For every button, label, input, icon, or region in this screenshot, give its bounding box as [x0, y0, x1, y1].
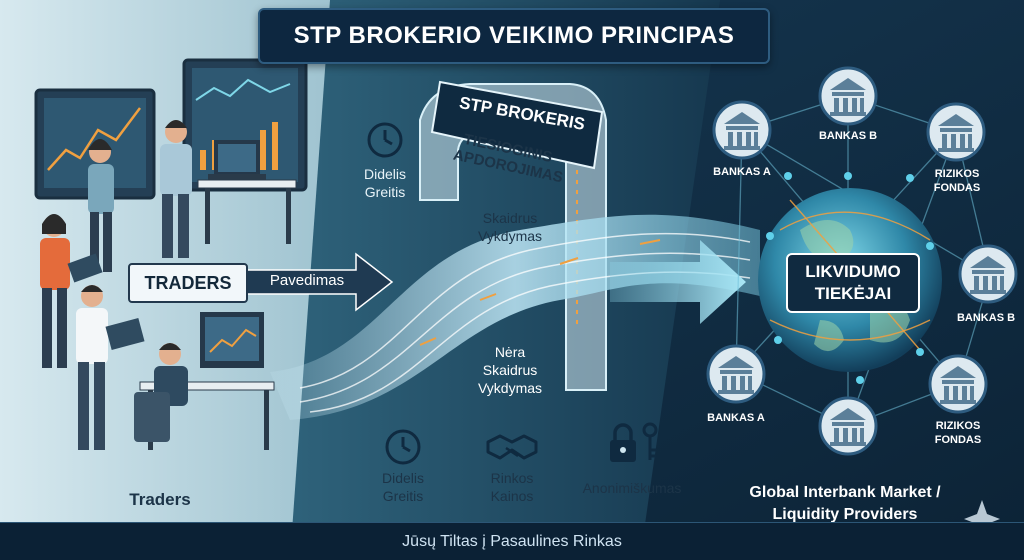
- not-transparent-label-3: Vykdymas: [477, 380, 543, 396]
- page-title-bar: STP BROKERIO VEIKIMO PRINCIPAS: [258, 8, 770, 64]
- clock-icon: [385, 429, 421, 465]
- node-label-rizikos-top-2: FONDAS: [933, 182, 981, 194]
- transfer-label: Pavedimas: [269, 272, 345, 289]
- speed-label-top-2: Greitis: [364, 184, 406, 200]
- handshake-icon: [486, 434, 538, 460]
- node-label-bankas-a-bottom: BANKAS A: [707, 412, 765, 424]
- node-label-bankas-a-top: BANKAS A: [713, 166, 771, 178]
- node-label-rizikos-top-1: RIZIKOS: [934, 168, 980, 180]
- transparent-label-2: Vykdymas: [477, 228, 543, 244]
- page-title: STP BROKERIO VEIKIMO PRINCIPAS: [293, 22, 735, 49]
- traders-caption: Traders: [129, 490, 191, 509]
- lock-key-icon: [610, 422, 658, 462]
- clock-icon: [367, 122, 403, 158]
- liquidity-providers-box: LIKVIDUMO TIEKĖJAI: [786, 253, 920, 313]
- network-caption-line2: Liquidity Providers: [772, 506, 918, 523]
- node-label-bankas-b-right: BANKAS B: [956, 312, 1016, 324]
- not-transparent-label-2: Skaidrus: [482, 362, 538, 378]
- node-label-rizikos-bottom-1: RIZIKOS: [935, 420, 981, 432]
- feature-prices-line1: Rinkos: [490, 470, 534, 486]
- footer-bar: Jūsų Tiltas į Pasaulines Rinkas: [0, 522, 1024, 560]
- transfer-arrow: [245, 252, 394, 312]
- liquidity-line1: LIKVIDUMO: [805, 262, 901, 281]
- liquidity-arrow: [610, 240, 746, 324]
- feature-speed-line1: Didelis: [381, 470, 424, 486]
- feature-anonymity: Anonimiškumas: [582, 480, 682, 496]
- sparkle-icon: [964, 500, 1000, 538]
- traders-people: [40, 120, 297, 450]
- traders-box: TRADERS: [128, 263, 248, 303]
- feature-speed-line2: Greitis: [382, 488, 424, 504]
- node-label-bankas-b-top: BANKAS B: [818, 130, 878, 142]
- feature-prices-line2: Kainos: [490, 488, 534, 504]
- not-transparent-label-1: Nėra: [494, 344, 526, 360]
- bank-node-icons: [706, 66, 1018, 456]
- liquidity-line2: TIEKĖJAI: [814, 284, 892, 303]
- transparent-label-1: Skaidrus: [482, 210, 538, 226]
- node-label-rizikos-bottom-2: FONDAS: [934, 434, 982, 446]
- network-caption-line1: Global Interbank Market /: [749, 484, 941, 501]
- footer-tagline: Jūsų Tiltas į Pasaulines Rinkas: [402, 532, 622, 550]
- speed-label-top-1: Didelis: [363, 166, 406, 182]
